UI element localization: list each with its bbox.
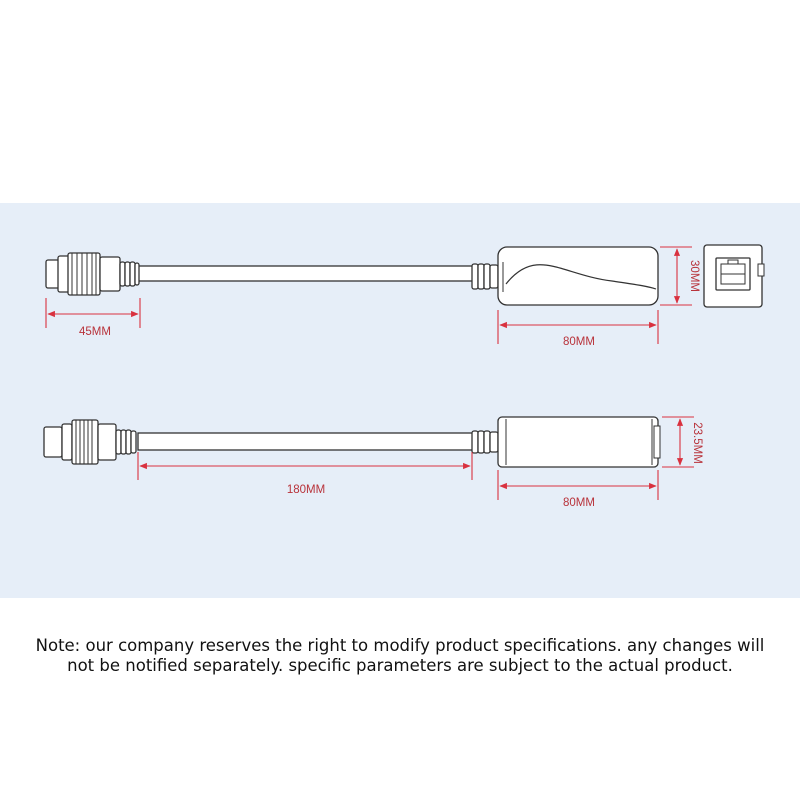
dim-label-180mm: 180MM — [287, 484, 325, 496]
dim-label-45mm: 45MM — [79, 326, 111, 338]
rj45-port-end-view — [703, 244, 765, 308]
top-dimensions — [45, 246, 692, 344]
top-cable — [137, 265, 474, 282]
note-line-2: not be notified separately. specific par… — [67, 656, 733, 675]
bottom-strain-relief — [471, 430, 499, 454]
dim-label-bottom-80mm: 80MM — [563, 497, 595, 509]
dim-label-top-80mm: 80MM — [563, 336, 595, 348]
bottom-barrel-connector — [43, 419, 137, 465]
top-view — [45, 244, 765, 308]
bottom-cable — [137, 432, 474, 451]
top-barrel-connector — [45, 252, 140, 296]
bottom-housing — [497, 416, 661, 468]
disclaimer-note: Note: our company reserves the right to … — [30, 636, 770, 676]
top-strain-relief — [471, 263, 499, 290]
top-housing — [497, 246, 659, 306]
bottom-dimensions — [137, 416, 694, 500]
dim-label-30mm: 30MM — [688, 260, 700, 292]
dim-label-23-5mm: 23.5MM — [691, 422, 703, 464]
note-line-1: Note: our company reserves the right to … — [35, 636, 765, 655]
bottom-view — [43, 416, 661, 468]
